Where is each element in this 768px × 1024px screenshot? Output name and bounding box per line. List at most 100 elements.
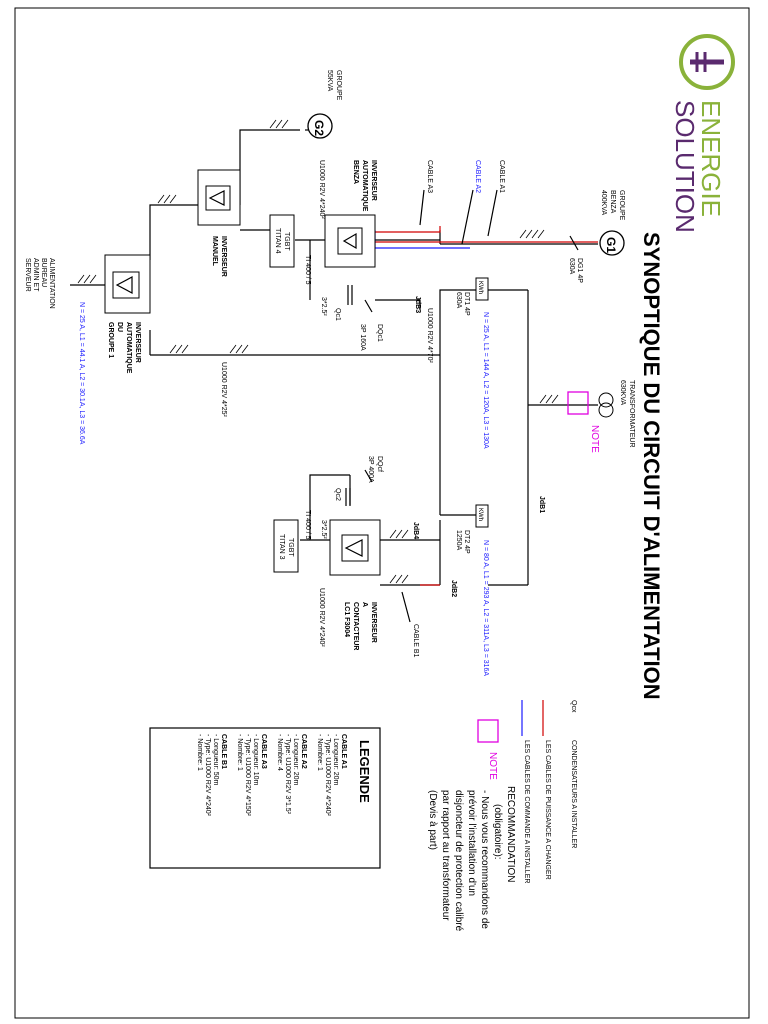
logo-line1: ENERGIE [696,100,726,217]
tgbt-titan3: TGBT TITAN 3 [273,519,299,573]
qc2-label: Qc2 [334,488,341,501]
tgbt-titan4: TGBT TITAN 4 [269,214,295,268]
transfo-power: 630KVA [619,380,626,405]
dt2-rating: 1250A [455,530,462,551]
inv-g1-l4: GROUPE 1 [107,322,114,358]
measure-dt2: N = 80 A, L1 = 293 A, L2 = 311A, L3 = 31… [482,540,489,676]
cable-spec-jdb3: U1000 R2V 4*70² [426,308,433,364]
inv-benza-l2: AUTOMATIQUE [361,160,368,212]
g1-name: GROUPE [618,190,625,221]
alimentation-label: ALIMENTATION BUREAU ADMIN ET SERVEUR [24,258,55,309]
capacitor-qc2: DQcf 3P 400A Qc2 3*2.5² TI 400 / 5 [304,456,383,540]
reco-line-3: disjoncteur de protection calibré [453,790,464,932]
note-transfo: NOTE [589,425,600,453]
inv-benza-l3: BENZA [352,160,359,184]
reco-line-2: prévoir l'installation d'un [466,790,477,896]
dqcf-rating: 3P 400A [367,456,374,483]
inverter-manuel: INVERSEUR MANUEL [197,169,241,277]
inverter-contacteur: INVERSEUR A CONTACTEUR LC1 F3004 U1000 R… [318,519,381,650]
breaker-dt2: KWh DT2 4P 1250A [455,504,489,554]
g1-symbol: G1 [604,237,618,253]
dt2-label: DT2 4P [463,530,470,554]
dqc1-rating: 3P 160A [359,324,366,351]
qc2-spec: 3*2.5² [320,520,327,539]
inv-benza-l1: INVERSEUR [370,160,377,201]
legend-title: LEGENDE [357,740,372,803]
reco-line-1: - Nous vous recommandons de [479,790,490,929]
key-block: Qcx CONDENSATEURS A INSTALLER LES CABLES… [427,700,577,932]
dg1-label: DG1 4P [576,258,583,283]
g2-symbol: G2 [312,120,326,136]
generator-g1: G1 GROUPE BENZA 400KVA [599,190,625,256]
jdb2-label: JdB2 [450,580,457,597]
dqc1-label: DQc1 [376,324,383,342]
wiring [70,129,598,586]
legend-a3-l1: - Longueur: 10m [252,734,259,786]
key-blue-text: LES CABLES DE COMMANDE A INSTALLER [523,740,530,883]
alim-l4: SERVEUR [24,258,31,292]
alim-l3: ADMIN ET [32,258,39,292]
reco-sub: (obligatoire): [492,804,503,860]
transformer: TRANSFORMATEUR 630KVA NOTE [567,380,635,453]
cable-a2-label: CABLE A2 [474,160,481,193]
cable-spec-benza: U1000 R2V 4*240² [318,160,325,219]
company-logo: ENERGIE SOLUTION [670,34,735,233]
inv-ct-l2: A [361,602,368,607]
cable-hash-marks [77,119,559,584]
cable-a3-label: CABLE A3 [426,160,433,193]
kwh-1: KWh [477,281,483,294]
tgbt4-sub: TITAN 4 [274,228,281,254]
measure-groupe1: N = 25 A, L1 = 44.1 A, L2 = 30.1A, L3 = … [78,302,85,445]
measure-dt1: N = 25 A, L1 = 144 A, L2 = 120A, L3 = 13… [482,312,489,449]
legend-a2-l3: - Nombre: 4 [276,734,283,771]
jdb3-label: JdB3 [414,296,421,313]
legend-a1-l2: - Type: U1000 R2V 4*240² [324,734,331,817]
inverter-benza: INVERSEUR AUTOMATIQUE BENZA U1000 R2V 4*… [318,160,377,268]
qc1-spec: 3*2.5² [320,297,327,316]
breaker-dt1: KWh DT1 4P 630A [455,277,489,316]
tgbt4-name: TGBT [283,232,290,251]
inv-g1-l3: DU [116,322,123,332]
legend-b1-l3: - Nombre: 1 [196,734,203,771]
legend-a2-head: CABLE A2 [300,734,307,769]
inverter-groupe1: INVERSEUR AUTOMATIQUE DU GROUPE 1 U1000 … [104,254,227,418]
ti1-label: TI 400 / 5 [304,255,311,285]
reco-title: RECOMMANDATION [505,786,516,882]
qc1-label: Qc1 [334,308,341,321]
legend-a1-l1: - Longueur: 20m [332,734,339,786]
legend-a3-head: CABLE A3 [260,734,267,769]
reco-line-4: par rapport au transformateur [440,790,451,921]
legend-a1-head: CABLE A1 [340,734,347,769]
key-note-box [477,719,499,743]
inv-ct-l4: LC1 F3004 [343,602,350,637]
kwh-2: KWh [477,508,483,521]
cable-spec-groupe1: U1000 R2V 4*25² [220,362,227,418]
key-note-label: NOTE [487,752,498,780]
jdb1-label: JdB1 [538,496,545,513]
alim-l2: BUREAU [40,258,47,287]
dg1-rating: 630A [568,258,575,275]
capacitor-qc1: DQc1 3P 160A Qc1 3*2.5² TI 400 / 5 U1000… [304,255,433,364]
g2-name: GROUPE [335,70,342,101]
legend-a1-l3: - Nombre: 1 [316,734,323,771]
page-frame [14,7,750,1019]
logo-line2: SOLUTION [670,100,700,233]
jdb4-label: JdB4 [412,522,419,539]
key-qcx-text: CONDENSATEURS A INSTALLER [570,740,577,848]
ti2-label: TI 400 / 5 [304,510,311,540]
cable-a3-power [375,226,441,233]
generator-g2: G2 GROUPE 55KVA [307,70,342,139]
tgbt3-sub: TITAN 3 [278,534,285,560]
inv-g1-l2: AUTOMATIQUE [125,322,132,374]
cable-a2-control [374,230,470,249]
inv-ct-l1: INVERSEUR [370,602,377,643]
note-box-transfo [567,391,589,415]
g1-sub1: BENZA [609,190,616,214]
cable-a1-label: CABLE A1 [498,160,505,193]
inv-g1-l1: INVERSEUR [134,322,141,363]
inv-manuel-l2: MANUEL [211,236,218,267]
dt1-label: DT1 4P [463,292,470,316]
cable-spec-contacteur: U1000 R2V 4*240² [318,588,325,647]
tgbt3-name: TGBT [287,538,294,557]
